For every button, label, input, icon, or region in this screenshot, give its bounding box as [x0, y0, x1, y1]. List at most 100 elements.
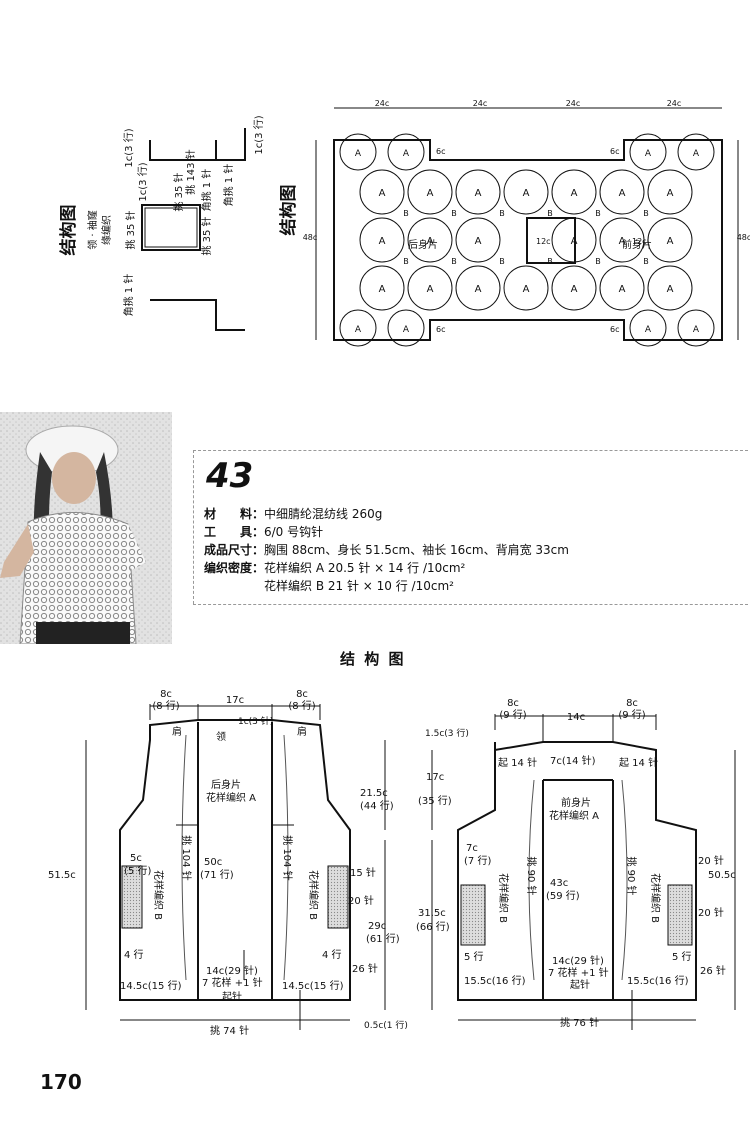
- section-title: 结 构 图: [340, 650, 406, 668]
- corner-6c-1: 6c: [436, 147, 446, 156]
- front-neck-depth: 7c(14 针): [550, 754, 596, 767]
- back-st20: 20 针: [348, 894, 374, 907]
- back-neck-word: 领: [216, 730, 226, 743]
- back-armhole: 5c: [130, 853, 142, 864]
- spec-materials: 材 料：中细腈纶混纺线 260g: [204, 507, 383, 521]
- front-side-left: 15.5c(16 行): [464, 974, 526, 987]
- motif-label-a: A: [427, 188, 434, 199]
- front-pattern-b-right: 花样编织 B: [649, 873, 662, 923]
- front-neck-top: 1.5c(3 行): [425, 727, 469, 739]
- motif-label-a: A: [667, 188, 674, 199]
- spec-list: 材 料：中细腈纶混纺线 260g 工 具：6/0 号钩针 成品尺寸：胸围 88c…: [204, 505, 569, 595]
- width-24c-1: 24c: [375, 99, 390, 108]
- motif-label-a: A: [403, 149, 410, 159]
- motif-label-a: A: [667, 236, 674, 247]
- motif-circle: [647, 265, 693, 311]
- motif-half-circle: [677, 309, 715, 347]
- motif-label-a: A: [475, 284, 482, 295]
- back-shoulder-left-rows: (8 行): [152, 699, 179, 712]
- motif-label-b: B: [451, 257, 457, 266]
- motif-label-a: A: [523, 188, 530, 199]
- motif-circle: [599, 265, 645, 311]
- edging-corner-1: 角挑 1 针: [200, 169, 213, 212]
- motif-circle: [551, 169, 597, 215]
- model-photo: [0, 412, 172, 644]
- back-bottom-note: 0.5c(1 行): [364, 1019, 408, 1031]
- spec-size: 成品尺寸：胸围 88cm、身长 51.5cm、袖长 16cm、背肩宽 33cm: [204, 543, 569, 557]
- edging-pick143: 挑 143 针: [184, 149, 197, 194]
- front-armhole: 7c: [466, 843, 478, 854]
- page-number: 170: [40, 1070, 82, 1094]
- motif-circle: [551, 217, 597, 263]
- motif-label-a: A: [619, 188, 626, 199]
- back-start: 起针: [222, 990, 242, 1003]
- motif-label-a: A: [693, 149, 700, 159]
- edging-corner-3: 角挑 1 针: [222, 164, 235, 207]
- back-shoulder-word: 肩: [172, 725, 182, 738]
- back-total-length: 51.5c: [48, 870, 76, 881]
- front-upper-rows: (35 行): [418, 794, 452, 807]
- motif-circle: [647, 169, 693, 215]
- back-lower-rows: (61 行): [366, 932, 400, 945]
- motif-circle: [455, 265, 501, 311]
- motif-circle: [407, 217, 453, 263]
- motif-label-b: B: [643, 257, 649, 266]
- spec-gauge-a: 编织密度：花样编织 A 20.5 针 × 14 行 /10cm²: [204, 561, 466, 575]
- front-start14-left: 起 14 针: [498, 756, 537, 769]
- front-st20-top: 20 针: [698, 854, 724, 867]
- center-12c: 12c: [536, 237, 551, 246]
- back-pick74: 挑 74 针: [210, 1024, 249, 1037]
- back-rows-4-left: 4 行: [124, 948, 144, 961]
- front-upper: 17c: [426, 772, 444, 783]
- front-mid: 43c: [550, 878, 568, 889]
- motif-label-a: A: [355, 325, 362, 335]
- front-start14-right: 起 14 针: [619, 756, 658, 769]
- back-shoulder-word-right: 肩: [297, 725, 307, 738]
- edging-pick35-right: 挑 35 针: [200, 216, 213, 255]
- back-side-right: 14.5c(15 行): [282, 979, 344, 992]
- motif-title: 结构图: [278, 185, 299, 236]
- motif-label-a: A: [667, 284, 674, 295]
- edging-diagram: 挑 35 针 挑 35 针 挑 35 针 挑 143 针 角挑 1 针 角挑 1…: [58, 115, 265, 331]
- motif-label-a: A: [619, 284, 626, 295]
- front-shoulder-left: 8c: [507, 698, 519, 709]
- width-24c-2: 24c: [473, 99, 488, 108]
- back-shoulder-right-rows: (8 行): [288, 699, 315, 712]
- spec-divider-bottom: [193, 604, 748, 605]
- back-upper-rows: (44 行): [360, 799, 394, 812]
- pattern-number: 43: [206, 456, 254, 496]
- front-start: 起针: [570, 978, 590, 991]
- motif-circle: [503, 265, 549, 311]
- motif-circle: [503, 169, 549, 215]
- corner-6c-2: 6c: [610, 147, 620, 156]
- motif-label-b: B: [403, 257, 409, 266]
- edging-sub2: 缘编织: [100, 215, 113, 245]
- motif-circle: [455, 217, 501, 263]
- motif-circle: [359, 217, 405, 263]
- motif-label-a: A: [427, 284, 434, 295]
- motif-label-a: A: [645, 149, 652, 159]
- back-pick104-right: 挑 104 针: [281, 835, 294, 880]
- back-name: 后身片: [211, 778, 241, 791]
- edging-row-c: 1c(3 行): [252, 115, 265, 154]
- spec-divider-top: [193, 450, 748, 451]
- motif-label-a: A: [645, 325, 652, 335]
- spec-gauge-b: 花样编织 B 21 针 × 10 行 /10cm²: [264, 579, 454, 593]
- back-mid-rows: (71 行): [200, 868, 234, 881]
- motif-front-label: 前身片: [622, 238, 652, 251]
- back-shoulder-right: 8c: [296, 689, 308, 700]
- motif-circle: [407, 265, 453, 311]
- front-center-repeat: 7 花样 +1 针: [548, 966, 609, 979]
- front-side-right: 15.5c(16 行): [627, 974, 689, 987]
- edging-sub1: 领 · 袖窿: [86, 210, 99, 250]
- motif-label-b: B: [547, 209, 553, 218]
- motif-label-a: A: [427, 236, 434, 247]
- width-24c-3: 24c: [566, 99, 581, 108]
- front-pick76: 挑 76 针: [560, 1016, 599, 1029]
- motif-label-a: A: [403, 325, 410, 335]
- back-pick104-left: 挑 104 针: [180, 835, 193, 880]
- front-shoulder-left-rows: (9 行): [499, 708, 526, 721]
- motif-label-a: A: [475, 188, 482, 199]
- motif-label-a: A: [475, 236, 482, 247]
